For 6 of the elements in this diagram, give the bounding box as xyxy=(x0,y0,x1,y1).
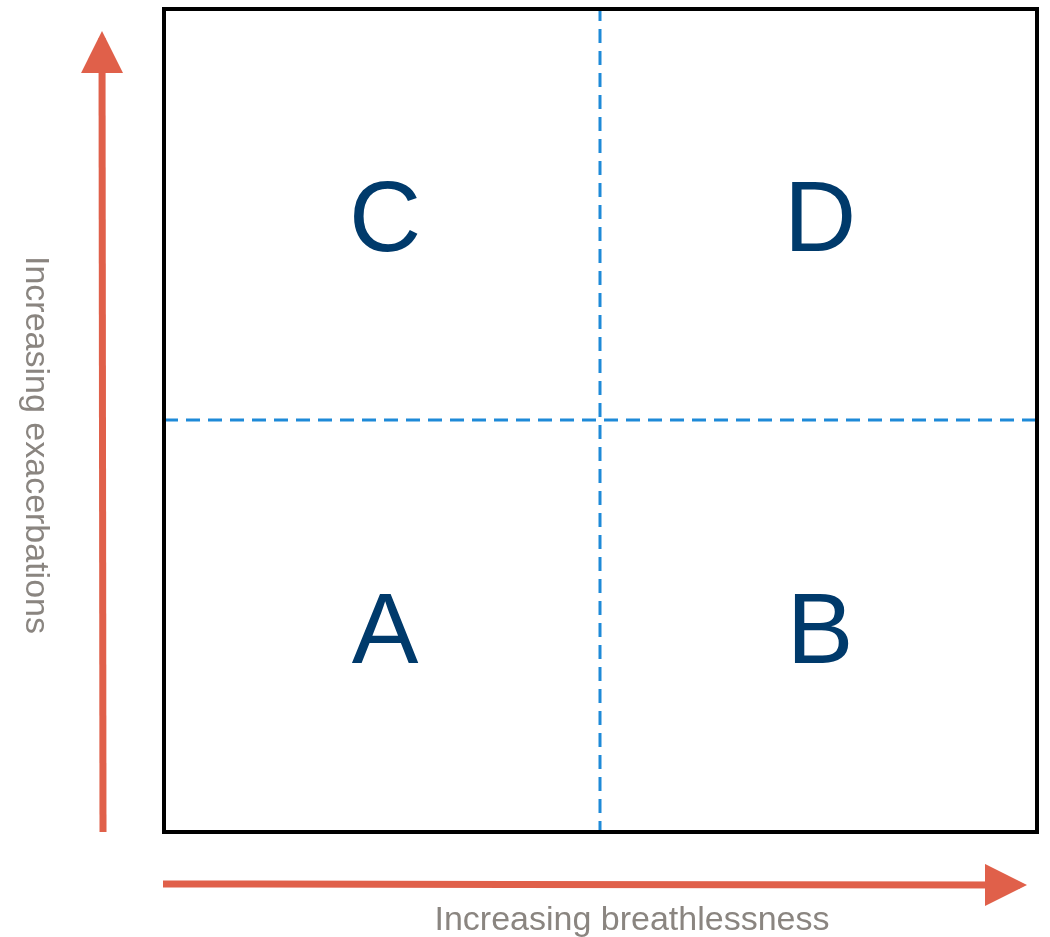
quadrant-letter: D xyxy=(783,166,857,266)
quadrant-letter: C xyxy=(348,166,422,266)
quadrant-letter: B xyxy=(786,578,854,678)
axis-label: Increasing breathlessness xyxy=(434,901,830,935)
axis-label: Increasing exacerbations xyxy=(21,256,55,634)
quadrant-letter: A xyxy=(351,578,419,678)
